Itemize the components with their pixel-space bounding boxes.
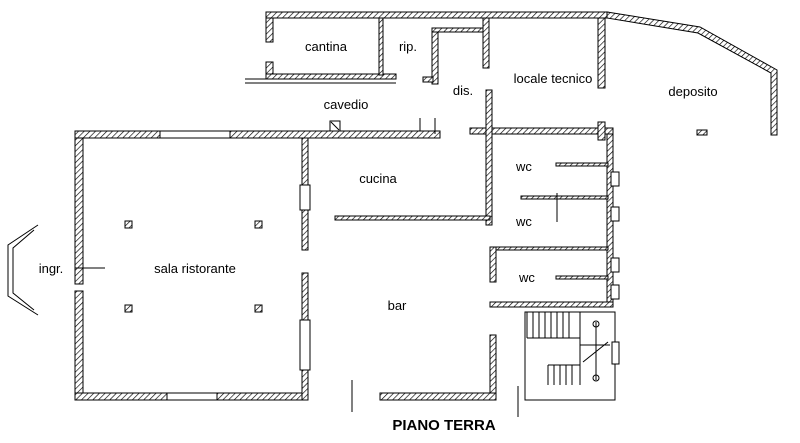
plan-title: PIANO TERRA bbox=[392, 417, 496, 434]
room-label-cavedio: cavedio bbox=[324, 97, 369, 112]
room-label-bar: bar bbox=[388, 298, 407, 313]
room-label-wc: wc bbox=[515, 159, 532, 174]
room-label-wc: wc bbox=[515, 214, 532, 229]
room-label-deposito: deposito bbox=[668, 84, 717, 99]
room-label-locale-tecnico: locale tecnico bbox=[514, 71, 593, 86]
room-label-sala-ristorante: sala ristorante bbox=[154, 261, 236, 276]
room-label-ingr: ingr. bbox=[39, 261, 64, 276]
room-label-cantina: cantina bbox=[305, 39, 348, 54]
room-label-wc: wc bbox=[518, 270, 535, 285]
walls bbox=[7, 11, 778, 417]
room-labels: cantina rip. dis. locale tecnico deposit… bbox=[39, 39, 718, 434]
room-label-rip: rip. bbox=[399, 39, 417, 54]
room-label-cucina: cucina bbox=[359, 171, 397, 186]
room-label-dis: dis. bbox=[453, 83, 473, 98]
staircase bbox=[524, 311, 620, 401]
